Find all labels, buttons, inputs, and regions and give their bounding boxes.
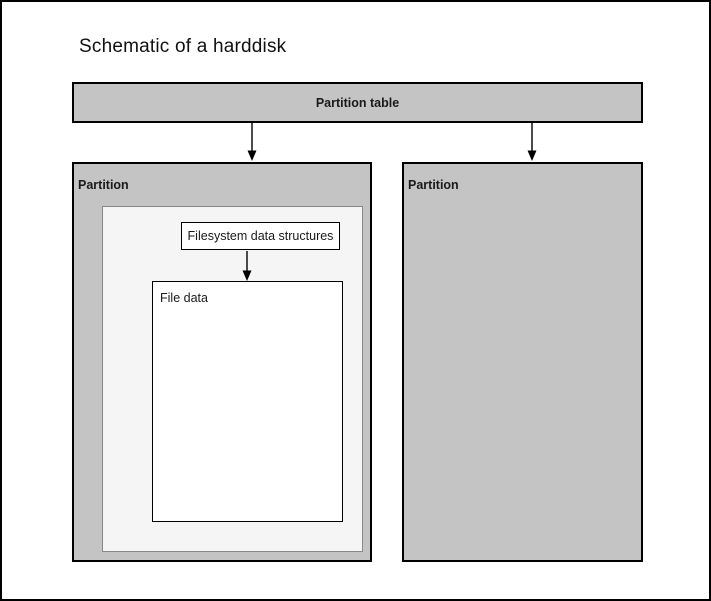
partition-table-box: Partition table	[72, 82, 643, 123]
file-data-box: File data	[152, 281, 343, 522]
diagram-title: Schematic of a harddisk	[79, 36, 287, 57]
arrow-down-icon	[246, 123, 258, 161]
arrow-down-icon	[526, 123, 538, 161]
partition-left-label: Partition	[78, 178, 129, 192]
filesystem-data-structures-box: Filesystem data structures	[181, 222, 340, 250]
partition-right-label: Partition	[408, 178, 459, 192]
filesystem-data-structures-label: Filesystem data structures	[187, 229, 334, 243]
partition-left-box: Partition Filesystem data structures Fil…	[72, 162, 372, 562]
filesystem-inner-panel: Filesystem data structures File data	[102, 206, 363, 552]
file-data-label: File data	[160, 291, 208, 305]
partition-right-box: Partition	[402, 162, 643, 562]
partition-table-label: Partition table	[315, 95, 400, 110]
arrow-down-icon	[241, 251, 253, 281]
